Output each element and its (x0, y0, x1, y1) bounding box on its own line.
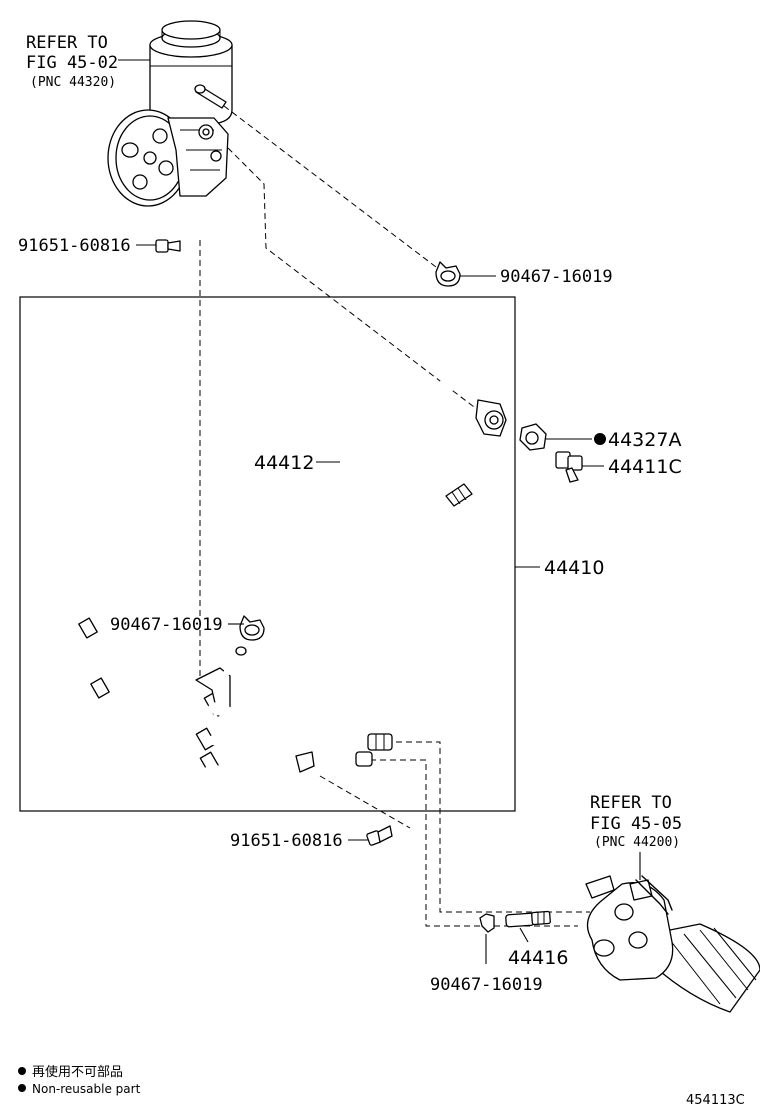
refer-pump-line3: (PNC 44320) (30, 75, 116, 90)
refer-gear-line1: REFER TO (590, 793, 672, 813)
part-label-clamp-bottom: 90467-16019 (430, 975, 543, 995)
gasket-icon (519, 423, 547, 451)
hose-clamp-icon-bottom (479, 913, 495, 933)
refer-pump-line2: FIG 45-02 (26, 53, 118, 73)
leader-lines (118, 59, 641, 964)
refer-gear-line3: (PNC 44200) (594, 835, 680, 850)
part-label-tube-44416: 44416 (508, 947, 568, 969)
return-hose-illustration (254, 300, 486, 612)
part-label-return-hose: 44412 (254, 452, 314, 474)
assembly-box-44410 (19, 296, 516, 812)
bolt-icon-bottom (366, 825, 393, 846)
legend: 再使用不可部品 Non-reusable part (18, 1064, 141, 1096)
refer-gear-line2: FIG 45-05 (590, 814, 682, 834)
hose-clamp-icon-mid (239, 615, 265, 641)
part-label-union-bolt: 44411C (608, 456, 682, 478)
part-label-gasket-group: 44327A (594, 429, 681, 451)
legend-dot-icon-en (18, 1084, 26, 1092)
legend-dot-icon-jp (18, 1067, 26, 1075)
part-label-pressure-tube: 44410 (544, 557, 604, 579)
non-reusable-dot-icon (594, 433, 606, 445)
part-label-clamp-mid: 90467-16019 (110, 615, 223, 635)
legend-text-jp: 再使用不可部品 (32, 1064, 123, 1080)
part-label-bolt-top: 91651-60816 (18, 236, 131, 256)
pressure-tube-illustration (204, 399, 507, 780)
part-label-gasket: 44327A (608, 429, 681, 451)
part-label-bolt-bottom: 91651-60816 (230, 831, 343, 851)
union-bolt-icon (555, 451, 583, 483)
reference-dashed-lines (199, 105, 590, 927)
refer-callout-gear: REFER TO FIG 45-05 (PNC 44200) (590, 793, 682, 850)
tube-44416-icon (505, 910, 551, 928)
bolt-icon-top (155, 239, 181, 253)
legend-text-en: Non-reusable part (32, 1082, 141, 1096)
part-label-clamp-top: 90467-16019 (500, 267, 613, 287)
steering-gear-illustration (585, 875, 760, 1013)
vane-pump-illustration (107, 20, 233, 207)
refer-callout-pump: REFER TO FIG 45-02 (PNC 44320) (26, 33, 118, 90)
diagram-id: 454113C (686, 1093, 745, 1108)
refer-pump-line1: REFER TO (26, 33, 108, 53)
hose-clamp-icon-top (435, 261, 461, 287)
